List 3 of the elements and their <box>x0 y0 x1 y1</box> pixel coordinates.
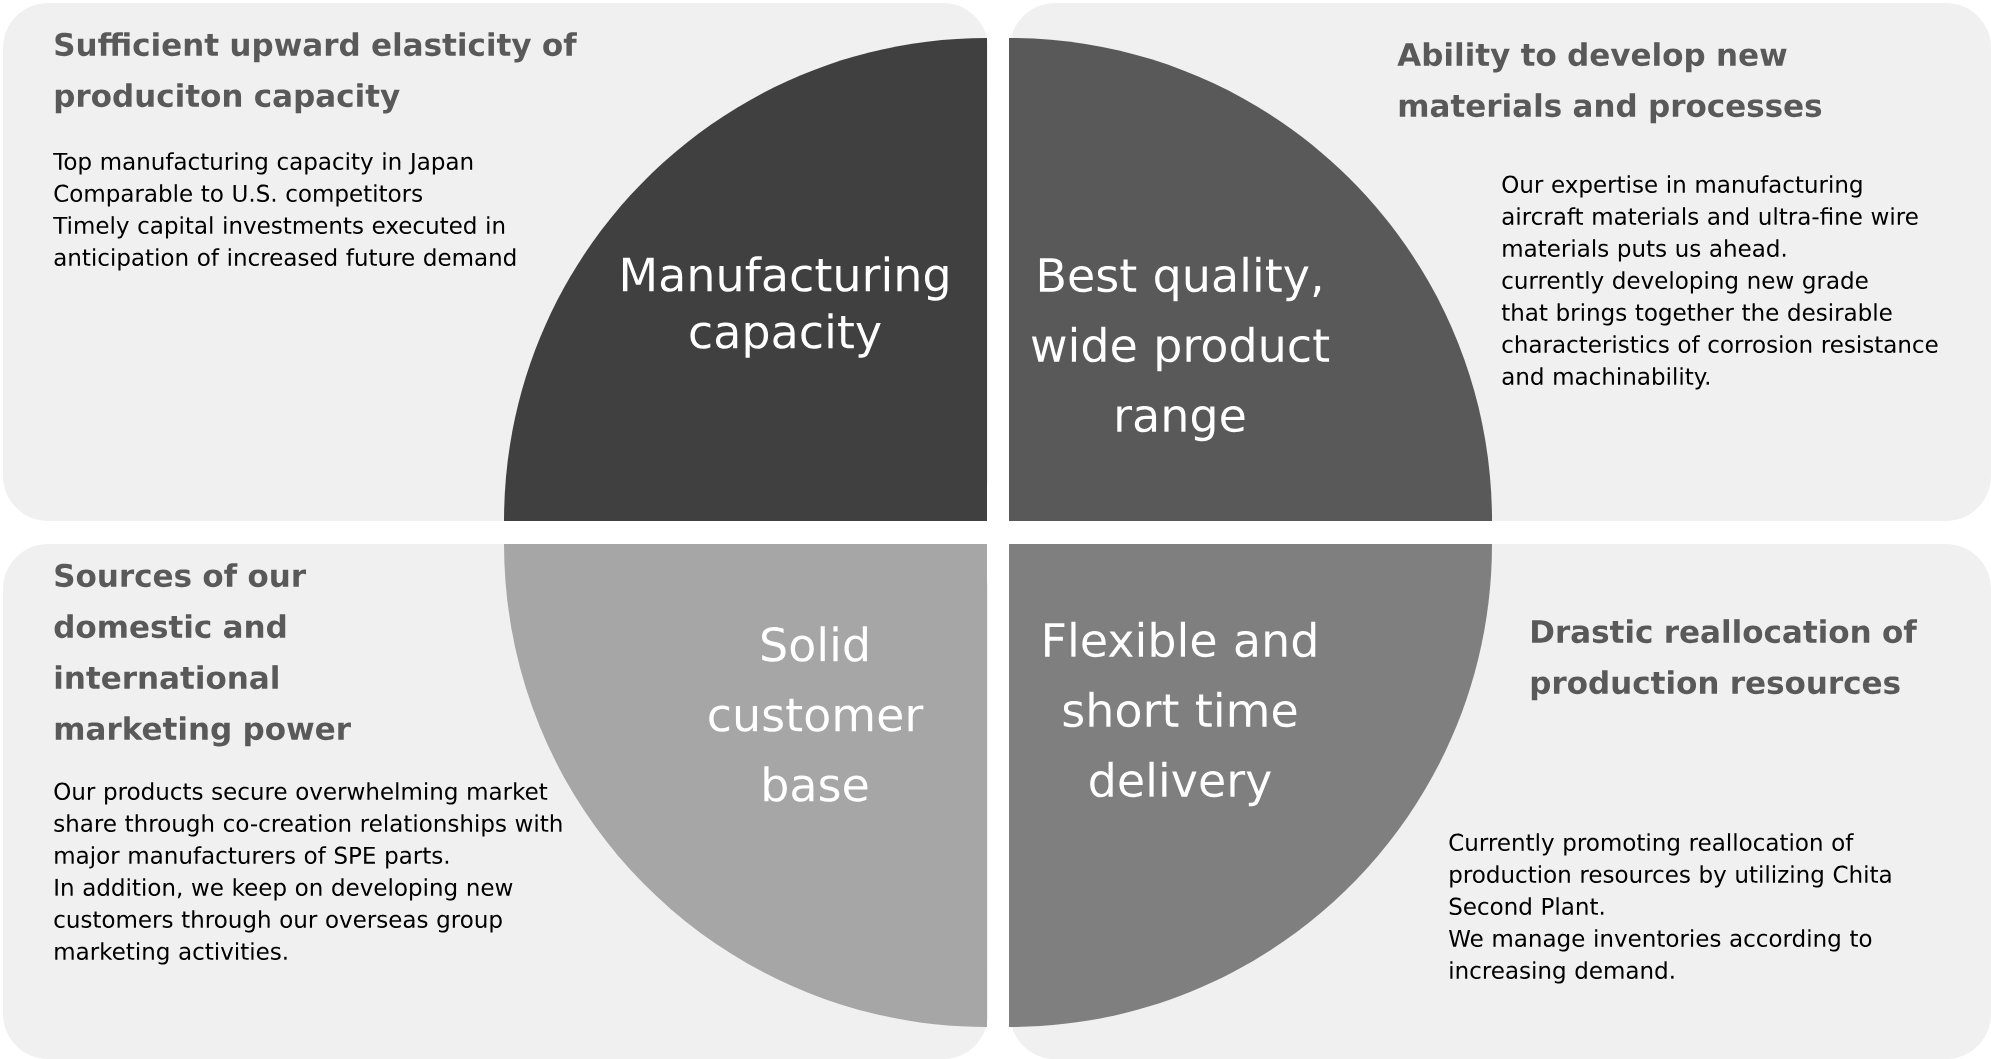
panel-body-text: Our expertise in manufacturing aircraft materials and ultra-fine wire materials puts us ahead. currently developing new grade that brings together the desirable characteristics of corrosion resistance and machinability. <box>1501 175 1938 390</box>
panel-heading: Drastic reallocation of production resources <box>1531 619 1918 701</box>
panel-heading: Sources of our domestic and international marketing power <box>54 563 351 747</box>
